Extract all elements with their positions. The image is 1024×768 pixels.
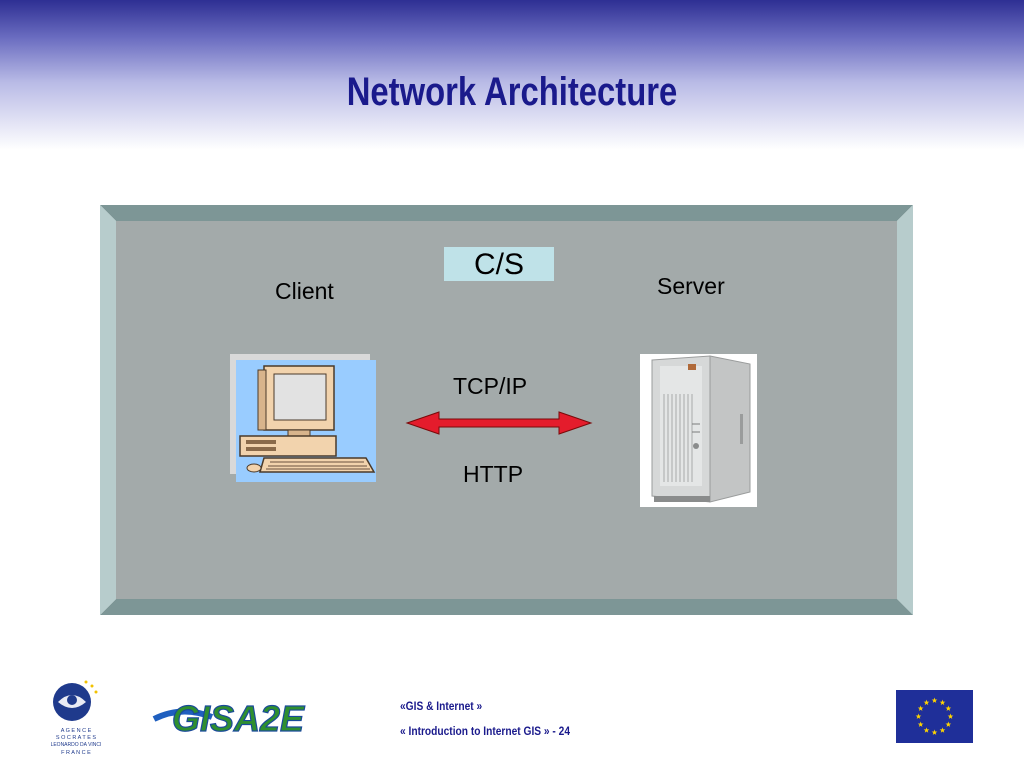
- eu-star: [931, 729, 938, 735]
- eu-flag-icon: [896, 690, 973, 743]
- eu-star: [923, 727, 930, 733]
- client-label: Client: [275, 278, 334, 304]
- slide-title: Network Architecture: [346, 70, 678, 114]
- footer-course-title: «GIS & Internet »: [400, 699, 483, 713]
- client-computer-icon: [230, 354, 376, 482]
- eu-star: [939, 699, 946, 706]
- http-label: HTTP: [463, 461, 524, 487]
- eu-star: [917, 721, 924, 727]
- agence-text-2: S O C R A T E S: [56, 735, 96, 741]
- eu-star: [915, 713, 922, 719]
- gisa2e-text: GISA2E: [172, 698, 305, 739]
- cs-box: C/S: [444, 247, 554, 281]
- agence-text-4: F R A N C E: [61, 750, 91, 756]
- eu-star: [947, 713, 954, 719]
- tcpip-label: TCP/IP: [453, 373, 528, 399]
- header-gradient: [0, 0, 1024, 150]
- eu-star: [945, 705, 952, 711]
- eu-star: [917, 705, 924, 711]
- gisa2e-logo: GISA2E: [152, 695, 334, 740]
- agence-text-3: LEONARDO DA VINCI: [51, 742, 102, 748]
- eu-star: [939, 727, 946, 733]
- server-icon: [640, 354, 757, 507]
- server-label: Server: [657, 273, 725, 299]
- eu-star: [945, 721, 952, 727]
- agence-text-1: A G E N C E: [61, 728, 92, 734]
- eu-star: [923, 699, 930, 706]
- footer-page-info: « Introduction to Internet GIS » - 24: [400, 724, 571, 738]
- agence-socrates-logo: A G E N C E S O C R A T E S LEONARDO DA …: [48, 678, 104, 758]
- eu-star: [931, 697, 938, 703]
- bidirectional-arrow-icon: [405, 410, 593, 436]
